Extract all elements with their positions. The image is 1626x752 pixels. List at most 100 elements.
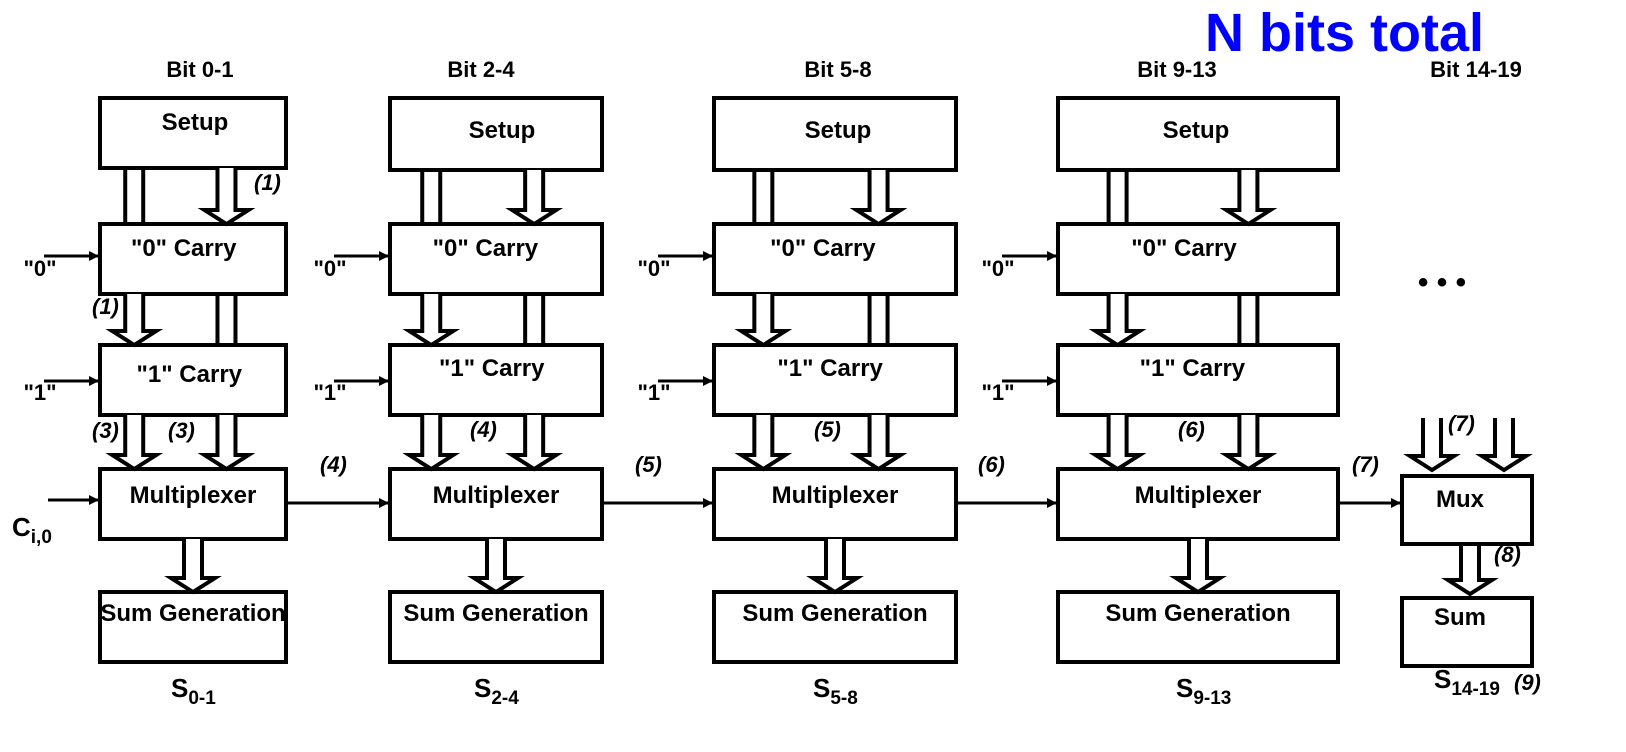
- carry0-result-to-mux-0: [105, 415, 164, 472]
- mux-to-sum-arrow-0-shape: [164, 539, 222, 595]
- delay-label-link3: (6): [978, 452, 1005, 477]
- mux-box-1: [388, 467, 604, 541]
- carry0-result-to-mux-4-shape: [1403, 418, 1461, 473]
- mux-to-sum-arrow-3: [1169, 539, 1227, 595]
- mux-to-sum-arrow-3-shape: [1169, 539, 1227, 595]
- carry1-result-to-mux-1: [505, 415, 564, 472]
- carry0-result-to-mux-0-shape: [105, 415, 164, 472]
- carry0-result-to-mux-4: [1403, 418, 1461, 473]
- carry1-box-3: [1056, 343, 1340, 417]
- carry1-result-to-mux-1-shape: [505, 415, 564, 472]
- carry1-result-to-mux-0-shape: [197, 415, 256, 472]
- carry1-label-1: "1" Carry: [439, 355, 545, 382]
- mux-to-sum-arrow-4: [1441, 546, 1499, 597]
- setup-to-carry0-arrow-2-shape: [849, 170, 908, 227]
- mux-label-0: Multiplexer: [130, 482, 257, 509]
- mux-label-3: Multiplexer: [1135, 482, 1262, 509]
- carry1-label-0: "1" Carry: [137, 361, 243, 388]
- carry1-result-to-mux-0: [197, 415, 256, 472]
- setup-label-1: Setup: [469, 117, 536, 144]
- carry1-label-3: "1" Carry: [1140, 355, 1246, 382]
- delay-label-s4_top: (7): [1448, 411, 1475, 436]
- mux-to-sum-arrow-1-shape: [467, 539, 525, 595]
- sum-output-4: S14-19: [1434, 664, 1500, 700]
- carry1-input-label-3: "1": [981, 380, 1014, 405]
- carry0-label-1: "0" Carry: [433, 235, 539, 262]
- carry0-result-to-mux-2-shape: [734, 415, 793, 472]
- carry0-result-to-mux-1-shape: [402, 415, 461, 472]
- carry0-to-mux-arrow-0: [105, 294, 164, 348]
- setup-to-carry0-arrow-3: [1219, 170, 1278, 227]
- setup-bus-pass-1: [523, 294, 546, 345]
- mux-to-sum-arrow-2: [806, 539, 864, 595]
- setup-box-3: [1056, 96, 1340, 172]
- delay-label-s0_c1_a: (3): [92, 418, 119, 443]
- diagram-title: N bits total: [1205, 3, 1484, 63]
- delay-label-s1_c1: (4): [470, 417, 497, 442]
- carry1-input-label-2: "1": [637, 380, 670, 405]
- delay-label-s4_mux: (8): [1494, 542, 1521, 567]
- setup-label-3: Setup: [1163, 117, 1230, 144]
- carry0-input-label-1: "0": [313, 256, 346, 281]
- carry1-result-to-mux-4-shape: [1475, 418, 1533, 473]
- sum-output-3: S9-13: [1176, 673, 1231, 709]
- setup-to-carry1-bus-0-shaft: [123, 168, 146, 224]
- carry0-result-to-mux-2: [734, 415, 793, 472]
- stage-header-4: Bit 14-19: [1430, 57, 1522, 82]
- carry0-to-mux-arrow-2: [734, 294, 793, 348]
- carry0-label-2: "0" Carry: [770, 235, 876, 262]
- sum-output-0: S0-1: [171, 673, 216, 709]
- mux-label-2: Multiplexer: [772, 482, 899, 509]
- carry0-result-to-mux-3-shape: [1088, 415, 1147, 472]
- carry1-box-1: [388, 343, 604, 417]
- carry0-to-mux-arrow-3-shape: [1088, 294, 1147, 348]
- stage-header-3: Bit 9-13: [1137, 57, 1216, 82]
- setup-to-carry1-bus-3-shaft: [1106, 170, 1129, 224]
- setup-box-1: [388, 96, 604, 172]
- sum-box-4: [1400, 596, 1534, 668]
- delay-label-link4: (7): [1352, 452, 1379, 477]
- delay-label-s0_c0: (1): [92, 294, 119, 319]
- delay-label-link2: (5): [635, 452, 662, 477]
- mux-box-2: [712, 467, 958, 541]
- mux-box-3: [1056, 467, 1340, 541]
- sum-output-1: S2-4: [474, 673, 519, 709]
- mux-to-sum-arrow-2-shape: [806, 539, 864, 595]
- delay-label-link1: (4): [320, 452, 347, 477]
- setup-to-carry1-bus-0: [123, 168, 146, 224]
- sum-label-0: Sum Generation: [100, 600, 285, 627]
- setup-bus-pass-3: [1237, 294, 1260, 345]
- setup-bus-pass-0: [215, 294, 238, 345]
- setup-bus-pass-2: [867, 294, 890, 345]
- delay-label-s3_c1: (6): [1178, 417, 1205, 442]
- setup-to-carry1-bus-1: [420, 170, 443, 224]
- carry1-result-to-mux-2-shape: [849, 415, 908, 472]
- mux-to-sum-arrow-0: [164, 539, 222, 595]
- setup-box-0: [98, 96, 288, 170]
- mux-to-sum-arrow-4-shape: [1441, 546, 1499, 597]
- sum-box-2: [712, 590, 958, 664]
- carry0-box-1: [388, 222, 604, 296]
- mux-box-4: [1400, 474, 1534, 546]
- carry0-label-0: "0" Carry: [131, 235, 237, 262]
- carry1-result-to-mux-2: [849, 415, 908, 472]
- setup-label-0: Setup: [162, 109, 229, 136]
- setup-to-carry0-arrow-1: [505, 170, 564, 227]
- mux-to-sum-arrow-1: [467, 539, 525, 595]
- carry0-box-0: [98, 222, 288, 296]
- carry1-result-to-mux-3: [1219, 415, 1278, 472]
- delay-label-s2_c1: (5): [814, 417, 841, 442]
- more-stages-ellipsis: • • •: [1418, 266, 1466, 299]
- carry1-result-to-mux-4: [1475, 418, 1533, 473]
- carry0-input-label-0: "0": [23, 256, 56, 281]
- carry1-box-2: [712, 343, 958, 417]
- sum-output-2: S5-8: [813, 673, 858, 709]
- carry0-to-mux-arrow-1-shape: [402, 294, 461, 348]
- setup-to-carry1-bus-2-shaft: [752, 170, 775, 224]
- carry1-label-2: "1" Carry: [777, 355, 883, 382]
- delay-label-s4_sum: (9): [1514, 670, 1541, 695]
- carry1-input-label-1: "1": [313, 380, 346, 405]
- stage-header-0: Bit 0-1: [166, 57, 233, 82]
- setup-box-2: [712, 96, 958, 172]
